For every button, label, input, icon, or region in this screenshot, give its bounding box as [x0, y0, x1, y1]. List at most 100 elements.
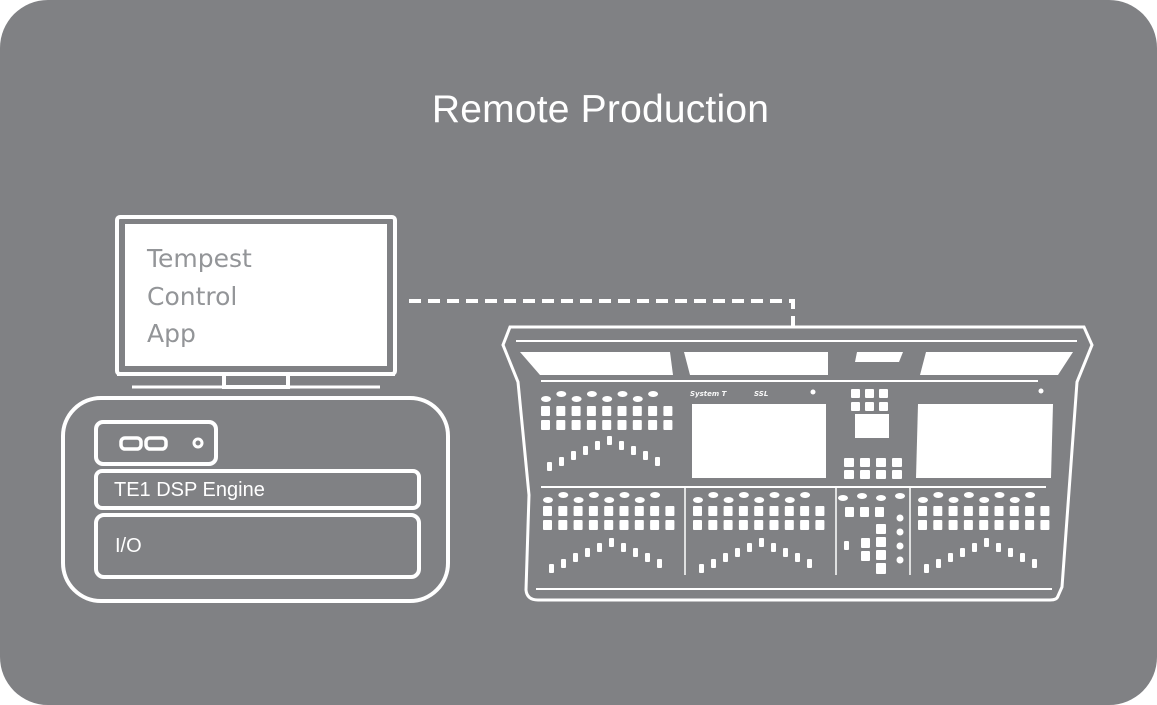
console-model-label: System T — [690, 390, 727, 398]
knob-icon — [738, 492, 749, 498]
center-display — [855, 414, 889, 438]
button-icon — [541, 420, 550, 430]
button-icon — [738, 520, 748, 530]
button-icon — [918, 520, 927, 530]
console-brand-label: SSL — [754, 390, 769, 398]
button-icon — [634, 506, 644, 516]
fader-cap-icon — [607, 436, 612, 445]
fader-cap-icon — [759, 538, 764, 547]
button-icon — [1009, 506, 1019, 516]
knob-icon — [754, 497, 765, 503]
knob-icon — [588, 492, 599, 498]
button-icon — [619, 520, 629, 530]
button-icon — [571, 406, 581, 416]
button-icon — [556, 406, 566, 416]
indicator-led — [896, 528, 904, 536]
fader-cap-icon — [549, 564, 554, 573]
button-icon — [723, 520, 733, 530]
button-icon — [650, 506, 660, 516]
button-icon — [918, 506, 927, 516]
fader-cap-icon — [633, 548, 638, 557]
knob-icon — [1025, 492, 1036, 498]
knob-icon — [571, 396, 582, 402]
button-icon — [876, 524, 886, 534]
fader-cap-icon — [655, 457, 660, 466]
button-icon — [723, 506, 733, 516]
knob-icon — [963, 492, 974, 498]
button-icon — [851, 389, 860, 398]
knob-icon — [541, 396, 551, 402]
button-icon — [851, 402, 860, 411]
fader-cap-icon — [609, 538, 614, 547]
button-icon — [571, 420, 581, 430]
button-icon — [948, 520, 958, 530]
button-icon — [558, 506, 568, 516]
fader-cap-icon — [547, 462, 552, 471]
knob-icon — [933, 492, 944, 498]
button-icon — [815, 506, 825, 516]
fader-cap-icon — [844, 541, 849, 550]
button-icon — [754, 506, 764, 516]
meter-bridge-screen — [920, 352, 1073, 375]
button-icon — [769, 506, 779, 516]
fader-cap-icon — [583, 446, 588, 455]
fader-cap-icon — [807, 559, 812, 568]
knob-icon — [632, 396, 643, 402]
monitor-frame — [115, 215, 397, 376]
fader-cap-icon — [936, 559, 941, 568]
knob-icon — [604, 497, 615, 503]
button-icon — [1009, 520, 1019, 530]
button-icon — [963, 520, 973, 530]
button-icon — [876, 550, 886, 560]
button-icon — [892, 470, 902, 479]
knob-icon — [994, 492, 1005, 498]
knob-icon — [693, 497, 703, 503]
knob-icon — [586, 391, 597, 397]
button-icon — [784, 520, 794, 530]
button-icon — [844, 458, 854, 467]
fader-cap-icon — [1008, 548, 1013, 557]
power-led-icon — [192, 437, 204, 449]
dsp-engine-unit — [61, 396, 450, 603]
button-icon — [556, 420, 566, 430]
engine-outer-case — [61, 396, 450, 603]
button-icon — [588, 506, 598, 516]
button-icon — [800, 520, 810, 530]
button-icon — [865, 402, 874, 411]
button-icon — [1040, 506, 1050, 516]
button-icon — [1040, 520, 1050, 530]
button-icon — [844, 470, 854, 479]
indicator-led — [896, 514, 904, 522]
button-icon — [879, 389, 888, 398]
button-icon — [754, 520, 764, 530]
button-icon — [693, 520, 702, 530]
button-icon — [1025, 506, 1035, 516]
touch-screen-left — [692, 404, 826, 478]
fader-cap-icon — [595, 441, 600, 450]
monitor-text-line: Tempest — [147, 244, 252, 273]
knob-icon — [619, 492, 630, 498]
button-icon — [586, 420, 596, 430]
knob-icon — [800, 492, 811, 498]
button-icon — [979, 506, 989, 516]
knob-icon — [918, 497, 928, 503]
fader-cap-icon — [699, 564, 704, 573]
fader-cap-icon — [960, 548, 965, 557]
knob-icon — [857, 493, 867, 499]
button-icon — [619, 506, 629, 516]
button-icon — [665, 520, 675, 530]
knob-icon — [617, 391, 628, 397]
button-icon — [994, 520, 1004, 530]
button-icon — [543, 506, 552, 516]
button-icon — [845, 507, 854, 517]
knob-icon — [895, 493, 905, 499]
fader-cap-icon — [711, 559, 716, 568]
fader-cap-icon — [783, 548, 788, 557]
button-icon — [738, 506, 748, 516]
dsp-engine-label: TE1 DSP Engine — [114, 479, 265, 501]
indicator-led — [1038, 388, 1044, 394]
button-icon — [933, 520, 943, 530]
button-icon — [558, 520, 568, 530]
fader-cap-icon — [972, 543, 977, 552]
